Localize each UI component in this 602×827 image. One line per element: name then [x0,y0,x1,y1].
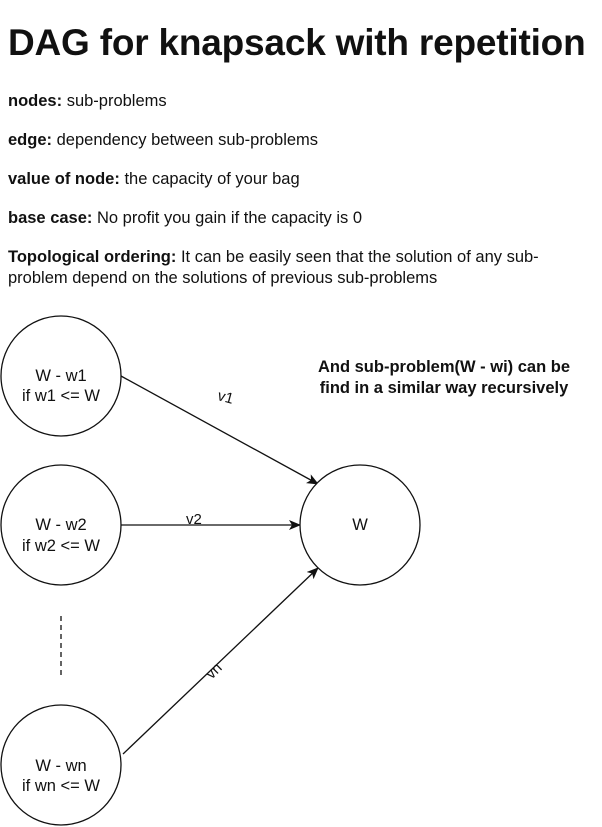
recursion-note-line2: find in a similar way recursively [320,379,569,397]
definition-term: nodes: [8,92,63,110]
definition-nodes: nodes: sub-problems [8,91,167,112]
node-w-minus-w1: W - w1 if w1 <= W [0,315,122,437]
definition-term: value of node: [8,170,120,188]
node-label-line1: W [352,516,368,534]
node-w: W [299,464,421,586]
edge-n3-to-target [122,567,319,755]
definition-term: Topological ordering: [8,248,177,266]
edge-label-vn: vn [202,660,225,683]
page-title: DAG for knapsack with repetition [8,22,586,63]
recursion-note-line1: And sub-problem(W - wi) can be [318,358,570,376]
definition-text: dependency between sub-problems [56,131,319,149]
definition-base-case: base case: No profit you gain if the cap… [8,208,362,229]
definition-edge: edge: dependency between sub-problems [8,130,318,151]
node-label-line2: if w1 <= W [22,387,100,405]
node-label-line1: W - w1 [35,367,86,385]
node-label-line2: if wn <= W [22,777,100,795]
edge-label-v2: v2 [186,511,202,528]
node-label-line1: W - w2 [35,516,86,534]
node-label-line2: if w2 <= W [22,537,100,555]
definition-text: sub-problems [66,92,167,110]
definition-node-value: value of node: the capacity of your bag [8,169,300,190]
definition-text: No profit you gain if the capacity is 0 [97,209,363,227]
definition-topological-ordering: Topological ordering: It can be easily s… [8,247,593,289]
node-w-minus-w2: W - w2 if w2 <= W [0,464,122,586]
edge-n1-to-target [120,375,319,485]
definition-term: base case: [8,209,93,227]
edge-label-v1: v1 [216,387,236,408]
node-w-minus-wn: W - wn if wn <= W [0,704,122,826]
node-label-line1: W - wn [35,757,86,775]
definition-text: It can be easily seen that the solution … [8,248,539,287]
definition-text: the capacity of your bag [124,170,300,188]
definition-term: edge: [8,131,53,149]
